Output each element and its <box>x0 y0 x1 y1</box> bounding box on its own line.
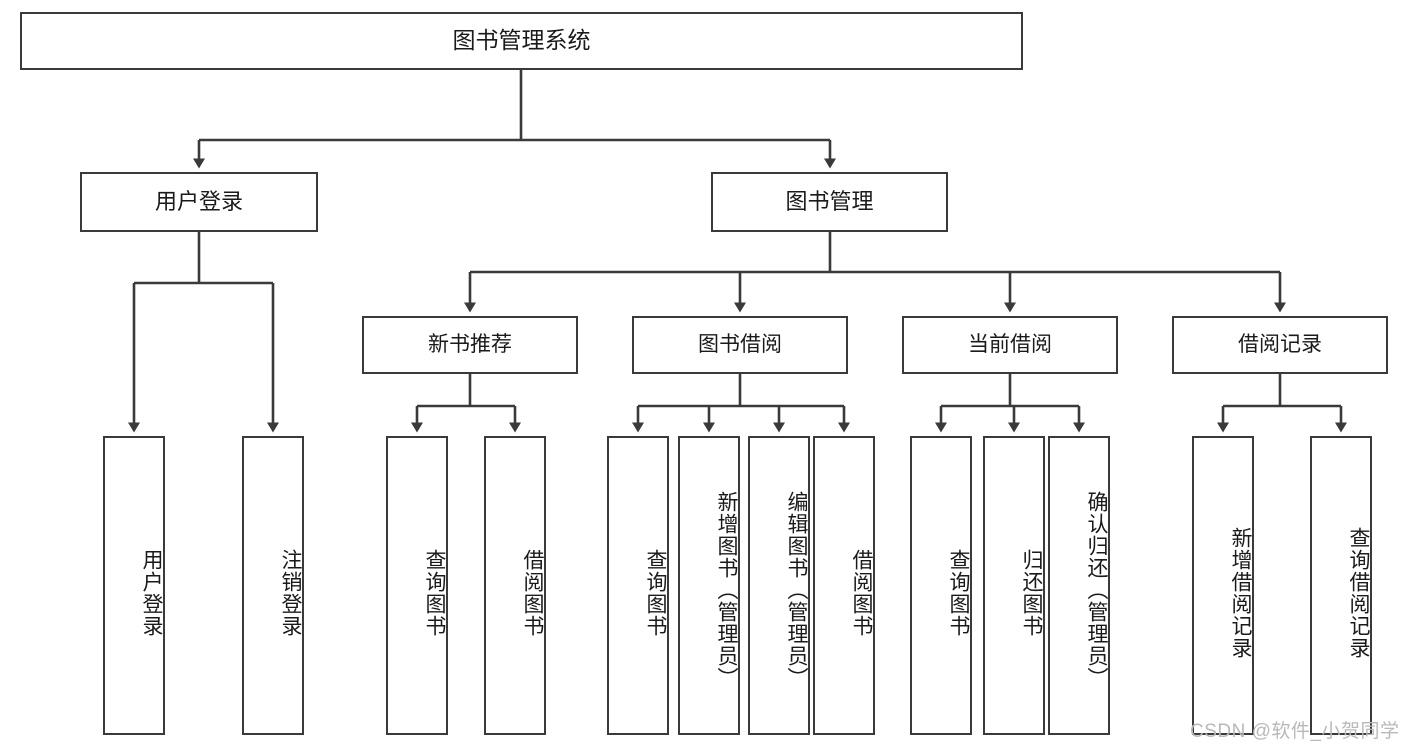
node-borrow-record-label: 借阅记录 <box>1238 332 1322 356</box>
node-borrow-book-action-label: 借阅图书 <box>850 548 873 637</box>
node-query-borrow-record[interactable]: 查询借阅记录 <box>1310 436 1372 735</box>
node-borrow-book-recommend[interactable]: 借阅图书 <box>484 436 546 735</box>
node-edit-book-admin[interactable]: 编辑图书（管理员） <box>748 436 810 735</box>
node-query-book-recommend[interactable]: 查询图书 <box>386 436 448 735</box>
node-add-book-admin-label: 新增图书（管理员） <box>715 490 738 689</box>
node-query-book-current[interactable]: 查询图书 <box>910 436 972 735</box>
node-add-book-admin[interactable]: 新增图书（管理员） <box>678 436 740 735</box>
node-current-borrow[interactable]: 当前借阅 <box>902 316 1118 374</box>
node-confirm-return-admin-label: 确认归还（管理员） <box>1085 490 1108 689</box>
node-borrow-book-action[interactable]: 借阅图书 <box>813 436 875 735</box>
node-logout-action[interactable]: 注销登录 <box>242 436 304 735</box>
node-current-borrow-label: 当前借阅 <box>968 332 1052 356</box>
node-query-book-current-label: 查询图书 <box>947 548 970 637</box>
node-book-management-label: 图书管理 <box>785 189 874 215</box>
node-user-login-action-label: 用户登录 <box>140 548 163 637</box>
node-root[interactable]: 图书管理系统 <box>20 12 1023 70</box>
node-add-borrow-record-label: 新增借阅记录 <box>1229 526 1252 659</box>
node-query-book-recommend-label: 查询图书 <box>423 548 446 637</box>
node-add-borrow-record[interactable]: 新增借阅记录 <box>1192 436 1254 735</box>
node-logout-action-label: 注销登录 <box>279 548 302 637</box>
node-book-borrow-label: 图书借阅 <box>698 332 782 356</box>
node-root-label: 图书管理系统 <box>452 27 591 54</box>
node-new-book-recommend-label: 新书推荐 <box>428 332 512 356</box>
watermark: CSDN @软件_小贺同学 <box>1190 721 1400 742</box>
node-borrow-book-recommend-label: 借阅图书 <box>521 548 544 637</box>
node-return-book-label: 归还图书 <box>1020 548 1043 637</box>
node-borrow-record[interactable]: 借阅记录 <box>1172 316 1388 374</box>
node-user-login-label: 用户登录 <box>154 189 243 215</box>
node-user-login-action[interactable]: 用户登录 <box>103 436 165 735</box>
node-book-borrow[interactable]: 图书借阅 <box>632 316 848 374</box>
node-user-login[interactable]: 用户登录 <box>80 172 318 232</box>
node-return-book[interactable]: 归还图书 <box>983 436 1045 735</box>
node-query-borrow-record-label: 查询借阅记录 <box>1347 526 1370 659</box>
node-new-book-recommend[interactable]: 新书推荐 <box>362 316 578 374</box>
node-edit-book-admin-label: 编辑图书（管理员） <box>785 490 808 689</box>
node-query-book-borrow-label: 查询图书 <box>644 548 667 637</box>
node-book-management[interactable]: 图书管理 <box>711 172 948 232</box>
node-confirm-return-admin[interactable]: 确认归还（管理员） <box>1048 436 1110 735</box>
node-query-book-borrow[interactable]: 查询图书 <box>607 436 669 735</box>
